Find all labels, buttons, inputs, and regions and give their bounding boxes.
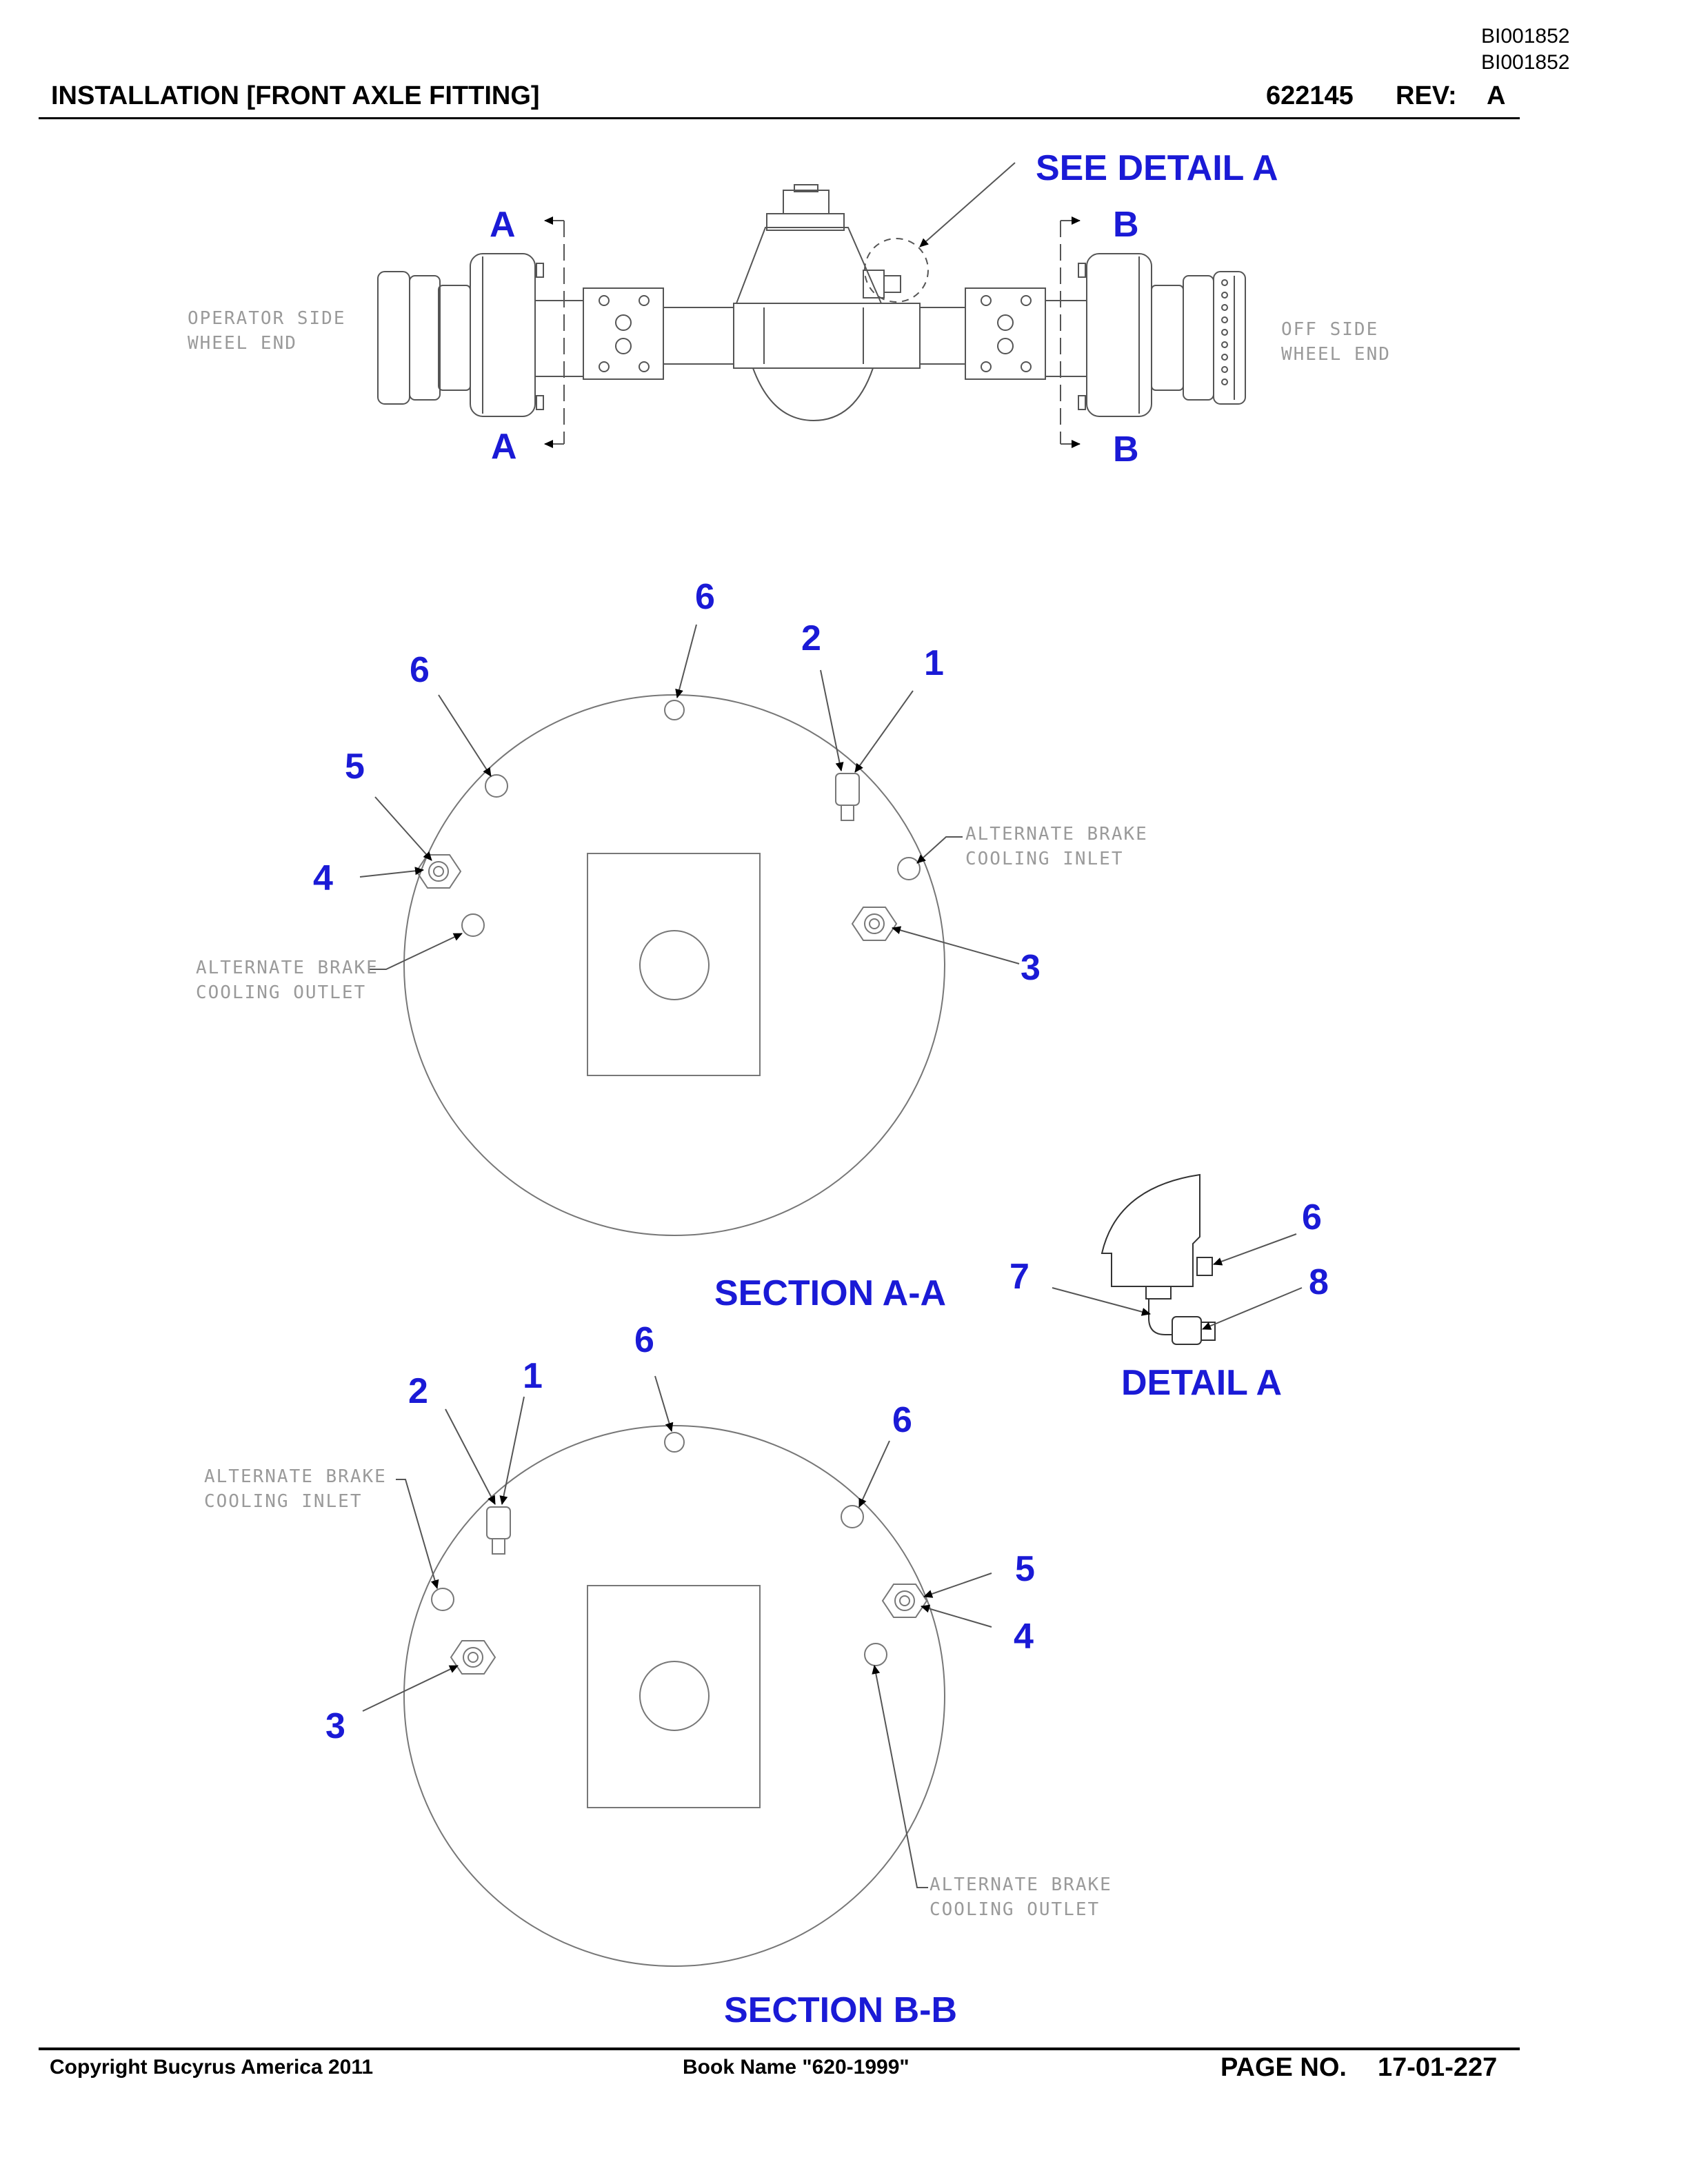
aa-alt-outlet-line-2: COOLING OUTLET	[196, 982, 367, 1003]
operator-side-line-1: OPERATOR SIDE	[188, 308, 346, 329]
doc-id-2: BI001852	[1481, 51, 1570, 74]
bb-callout-3: 3	[325, 1706, 345, 1746]
footer-rule	[39, 2048, 1520, 2050]
aa-alt-outlet-line-1: ALTERNATE BRAKE	[196, 958, 379, 978]
section-bb-drawing	[403, 1425, 945, 1967]
doc-id-1: BI001852	[1481, 25, 1570, 48]
wheel-end-fittings	[536, 263, 1086, 410]
rev-label: REV:	[1396, 81, 1457, 110]
see-detail-leader	[919, 162, 1016, 247]
detail-a-drawing	[1101, 1173, 1216, 1345]
aa-callout-6-left: 6	[410, 650, 430, 690]
aa-alt-outlet-note: ALTERNATE BRAKE COOLING OUTLET	[196, 956, 379, 1005]
bb-callout-1: 1	[523, 1356, 543, 1396]
bb-alt-outlet-line-2: COOLING OUTLET	[930, 1899, 1101, 1920]
aa-callout-6-top: 6	[695, 577, 715, 617]
section-a-marker-bottom: A	[491, 427, 517, 467]
off-side-bolt-holes	[1221, 279, 1228, 385]
bb-alt-outlet-line-1: ALTERNATE BRAKE	[930, 1874, 1112, 1895]
page-title: INSTALLATION [FRONT AXLE FITTING]	[51, 81, 540, 110]
detail-a-title: DETAIL A	[1121, 1363, 1283, 1403]
rev-value: A	[1487, 81, 1506, 110]
bb-alt-inlet-note: ALTERNATE BRAKE COOLING INLET	[204, 1464, 387, 1514]
page-number-value: 17-01-227	[1378, 2053, 1498, 2082]
section-aa-drawing	[403, 694, 945, 1236]
aa-callout-3: 3	[1021, 948, 1041, 988]
book-name: Book Name "620-1999"	[683, 2056, 910, 2079]
bb-callout-6-right: 6	[892, 1400, 912, 1440]
bb-callout-2: 2	[408, 1371, 428, 1411]
detail-a-leaders	[1052, 1233, 1303, 1330]
operator-side-line-2: WHEEL END	[188, 333, 297, 354]
header-rule	[39, 117, 1520, 119]
see-detail-a-label: SEE DETAIL A	[1036, 148, 1278, 188]
aa-alt-inlet-note: ALTERNATE BRAKE COOLING INLET	[965, 822, 1148, 871]
section-aa-leaders	[359, 624, 1020, 970]
bb-callout-5: 5	[1015, 1549, 1035, 1589]
section-b-marker-top: B	[1113, 205, 1139, 245]
detail-a-callout-8: 8	[1309, 1262, 1329, 1302]
aa-callout-5: 5	[345, 747, 365, 787]
aa-alt-inlet-line-1: ALTERNATE BRAKE	[965, 824, 1148, 845]
bb-callout-6-top: 6	[634, 1320, 654, 1360]
aa-callout-2: 2	[801, 618, 821, 658]
section-cut-lines	[544, 216, 1081, 448]
section-bb-title: SECTION B-B	[724, 1990, 957, 2030]
section-aa-title: SECTION A-A	[714, 1273, 947, 1313]
operator-side-note: OPERATOR SIDE WHEEL END	[188, 306, 346, 356]
section-a-marker-top: A	[490, 205, 516, 245]
off-side-line-1: OFF SIDE	[1281, 319, 1379, 340]
copyright-text: Copyright Bucyrus America 2011	[50, 2056, 374, 2079]
part-number: 622145	[1266, 81, 1354, 110]
aa-callout-1: 1	[924, 643, 944, 683]
off-side-line-2: WHEEL END	[1281, 344, 1391, 365]
bb-callout-4: 4	[1014, 1617, 1034, 1657]
detail-a-fitting-top	[863, 238, 929, 303]
section-bb-leaders	[362, 1375, 992, 1888]
detail-a-callout-6: 6	[1302, 1197, 1322, 1237]
aa-callout-4: 4	[313, 858, 333, 898]
bb-alt-inlet-line-1: ALTERNATE BRAKE	[204, 1466, 387, 1487]
detail-a-callout-7: 7	[1009, 1257, 1029, 1297]
bb-alt-outlet-note: ALTERNATE BRAKE COOLING OUTLET	[930, 1872, 1112, 1922]
aa-alt-inlet-line-2: COOLING INLET	[965, 849, 1124, 869]
section-b-marker-bottom: B	[1113, 429, 1139, 469]
off-side-note: OFF SIDE WHEEL END	[1281, 317, 1391, 367]
page-number-label: PAGE NO.	[1220, 2053, 1347, 2082]
bb-alt-inlet-line-2: COOLING INLET	[204, 1491, 363, 1512]
